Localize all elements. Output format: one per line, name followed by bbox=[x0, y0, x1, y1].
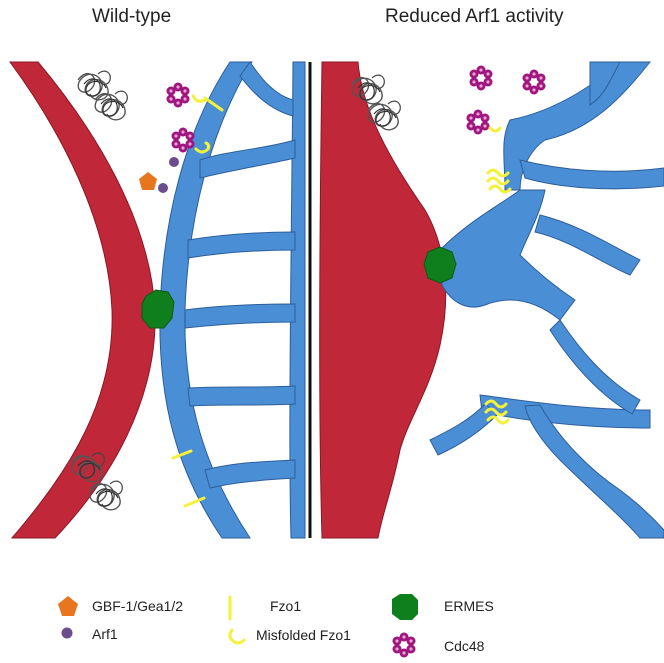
mitochondria-network-right bbox=[430, 62, 664, 538]
er-membrane-right bbox=[320, 62, 446, 538]
cdc48-right-1 bbox=[470, 66, 493, 91]
legend-cdc48-label: Cdc48 bbox=[444, 638, 484, 654]
legend-arf1-icon bbox=[62, 628, 73, 639]
legend-cdc48-icon bbox=[393, 633, 416, 658]
cdc48-right-2 bbox=[523, 70, 546, 95]
chromatin-left-top bbox=[78, 71, 110, 100]
legend-misfolded-fzo1-label: Misfolded Fzo1 bbox=[256, 627, 351, 643]
legend-ermes-icon bbox=[392, 594, 418, 620]
misfolded-fzo1-left-2 bbox=[193, 96, 205, 101]
ermes-complex-right bbox=[424, 247, 456, 283]
panel-reduced-arf1 bbox=[320, 62, 664, 538]
legend-arf1-label: Arf1 bbox=[92, 626, 118, 642]
cdc48-left-1 bbox=[167, 83, 190, 108]
chromatin-left-top-2 bbox=[95, 91, 127, 120]
legend-fzo1-label: Fzo1 bbox=[270, 598, 301, 614]
cdc48-right-3 bbox=[467, 110, 490, 135]
legend-misfolded-fzo1-icon bbox=[230, 630, 244, 643]
legend-ermes-label: ERMES bbox=[444, 598, 494, 614]
arf1-marker-left-1 bbox=[169, 157, 179, 167]
gbf-marker-left bbox=[139, 172, 157, 190]
arf1-marker-left-2 bbox=[158, 183, 168, 193]
legend-gbf-icon bbox=[58, 596, 78, 616]
legend-gbf-label: GBF-1/Gea1/2 bbox=[92, 598, 183, 614]
panel-wild-type bbox=[10, 62, 305, 538]
misfolded-fzo1-right-small bbox=[490, 128, 500, 131]
ermes-complex-left bbox=[142, 290, 174, 328]
chromatin-left-bottom-2 bbox=[90, 481, 122, 510]
